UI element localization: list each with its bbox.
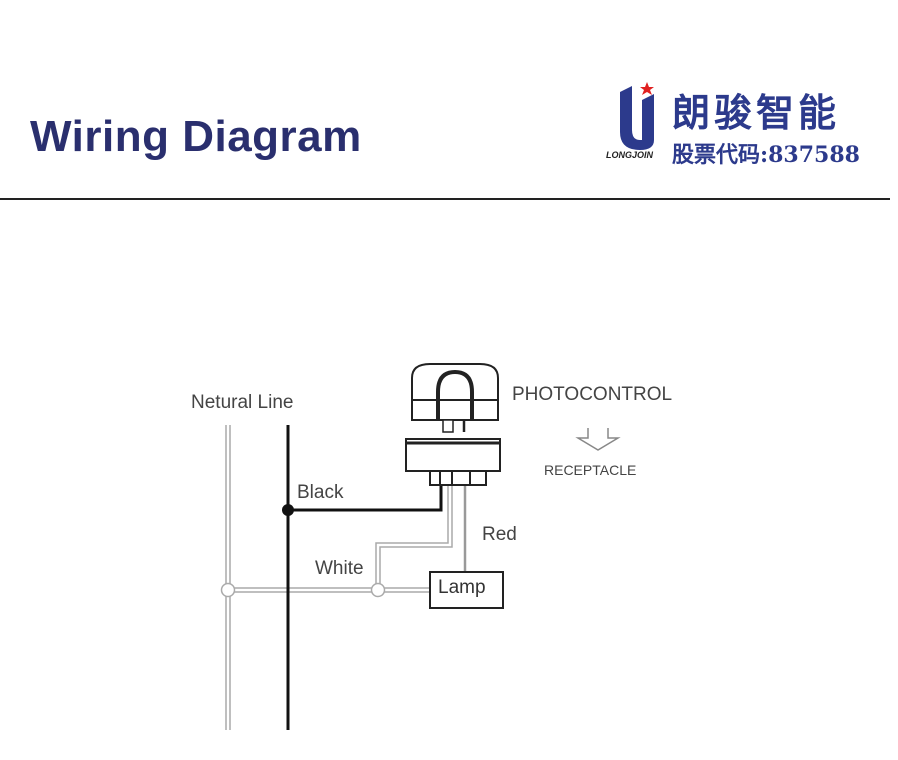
logo-stock-code: 股票代码:837588 — [672, 142, 860, 168]
receptacle-label: RECEPTACLE — [544, 462, 637, 478]
neutral-wire — [225, 425, 453, 730]
logo-brand: LONGJOIN — [606, 150, 654, 160]
lamp-label: Lamp — [438, 577, 486, 598]
black-wire — [288, 485, 443, 512]
black-label: Black — [297, 482, 344, 503]
white-junction — [370, 582, 386, 598]
logo-icon — [620, 82, 654, 150]
red-label: Red — [482, 524, 517, 545]
black-junction — [282, 504, 294, 516]
lamp-box — [429, 571, 504, 609]
photocontrol-icon — [411, 363, 499, 433]
header-divider — [0, 198, 890, 200]
photocontrol-label: PHOTOCONTROL — [512, 384, 673, 405]
neutral-line-label: Netural Line — [191, 392, 294, 413]
receptacle-icon — [405, 438, 501, 486]
neutral-junction — [220, 582, 236, 598]
down-arrow-icon — [575, 428, 621, 451]
page-title: Wiring Diagram — [30, 112, 362, 161]
white-label: White — [315, 558, 364, 579]
logo-name-cn: 朗骏智能 — [672, 90, 841, 135]
